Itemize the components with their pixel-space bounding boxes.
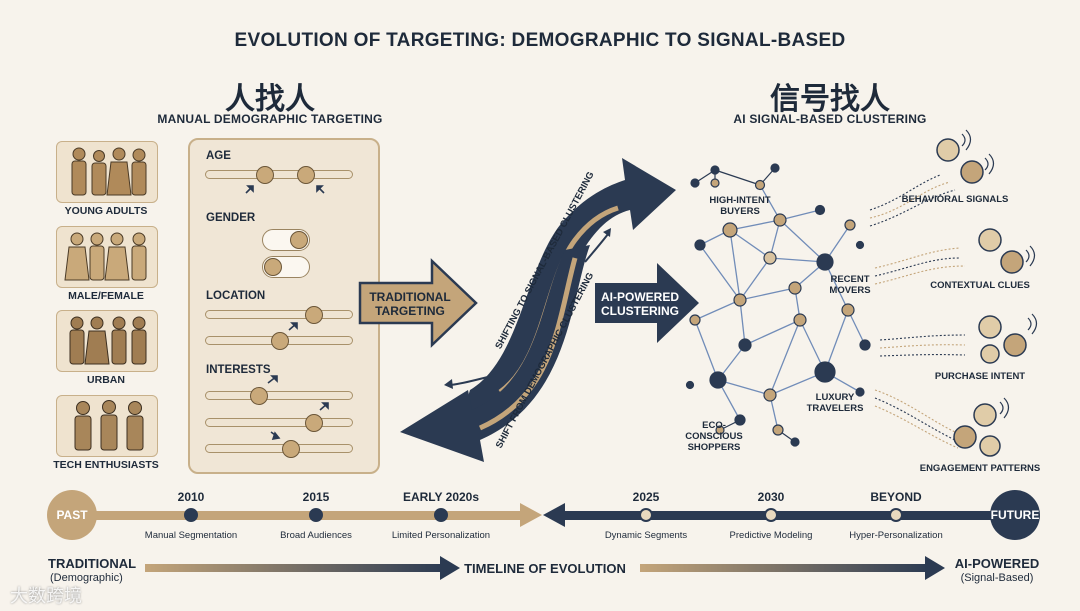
age-slider-knob-max[interactable] — [297, 166, 315, 184]
gender-toggle-female[interactable] — [262, 256, 310, 278]
milestone-label: Broad Audiences — [280, 530, 352, 541]
milestone-label: Hyper-Personalization — [849, 530, 943, 541]
people-icon — [69, 316, 147, 365]
persona-card-male-female — [56, 226, 158, 288]
age-slider-knob-min[interactable] — [256, 166, 274, 184]
footer-center-label: TIMELINE OF EVOLUTION — [464, 561, 626, 576]
location-slider-knob[interactable] — [305, 306, 323, 324]
toggle-knob — [264, 258, 282, 276]
interests-slider-knob[interactable] — [282, 440, 300, 458]
persona-card-urban — [56, 310, 158, 372]
toggle-knob — [290, 231, 308, 249]
gender-toggle-male[interactable] — [262, 229, 310, 251]
group-label: MALE/FEMALE — [68, 290, 144, 302]
right-subheading: AI SIGNAL-BASED CLUSTERING — [733, 112, 927, 126]
ai-arrow-label: AI-POWERED CLUSTERING — [601, 290, 679, 318]
milestone-label: Limited Personalization — [391, 530, 491, 541]
interests-slider-track-1[interactable] — [205, 391, 353, 400]
footer-left-sub: (Demographic) — [50, 572, 123, 584]
year-label: EARLY 2020s — [402, 490, 480, 504]
persona-card-young-adults — [56, 141, 158, 203]
year-label: 2025 — [632, 490, 660, 504]
signal-label-contextual: CONTEXTUAL CLUES — [930, 280, 1030, 291]
footer-right-label: AI-POWERED — [954, 556, 1040, 571]
gender-label: GENDER — [206, 212, 256, 224]
signal-label-purchase: PURCHASE INTENT — [934, 371, 1026, 382]
footer-left-label: TRADITIONAL — [48, 556, 137, 571]
lower-curve-arrow — [400, 245, 590, 462]
year-label: BEYOND — [870, 490, 922, 504]
future-label: FUTURE — [990, 508, 1040, 522]
group-label: YOUNG ADULTS — [64, 205, 148, 217]
interests-slider-track-3[interactable] — [205, 444, 353, 453]
right-heading-cn: 信号找人 — [770, 82, 890, 117]
lower-curve-stripe — [478, 257, 578, 431]
persona-card-tech — [56, 395, 158, 457]
milestone-label: Dynamic Segments — [604, 530, 688, 541]
location-slider-knob[interactable] — [271, 332, 289, 350]
milestone-label: Predictive Modeling — [729, 530, 813, 541]
watermark: 大数跨境 — [10, 586, 82, 607]
year-label: 2010 — [177, 490, 205, 504]
signal-label-engagement: ENGAGEMENT PATTERNS — [919, 463, 1041, 474]
interests-slider-knob[interactable] — [250, 387, 268, 405]
past-label: PAST — [56, 508, 88, 522]
traditional-arrow-shape — [358, 258, 478, 348]
cluster-label-eco: ECO-CONSCIOUS SHOPPERS — [685, 420, 743, 453]
interests-slider-track-2[interactable] — [205, 418, 353, 427]
age-label: AGE — [206, 150, 231, 162]
year-label: 2030 — [757, 490, 785, 504]
milestone-label: Manual Segmentation — [144, 530, 238, 541]
upper-curve-arrow — [455, 158, 676, 440]
footer-right-sub: (Signal-Based) — [960, 572, 1034, 584]
group-label: TECH ENTHUSIASTS — [53, 459, 159, 471]
location-slider-track-1[interactable] — [205, 310, 353, 319]
age-slider-track[interactable] — [205, 170, 353, 179]
traditional-arrow-label: TRADITIONAL TARGETING — [369, 290, 451, 318]
ai-arrow-shape — [595, 263, 699, 343]
cluster-label-luxury: LUXURY TRAVELERS — [806, 392, 864, 414]
people-icon — [64, 232, 147, 281]
left-heading-cn: 人找人 — [225, 82, 315, 117]
signal-label-behavioral: BEHAVIORAL SIGNALS — [901, 194, 1009, 205]
cluster-label-recent-movers: RECENT MOVERS — [829, 274, 871, 296]
page-title: EVOLUTION OF TARGETING: DEMOGRAPHIC TO S… — [234, 30, 846, 51]
interests-slider-knob[interactable] — [305, 414, 323, 432]
interests-label: INTERESTS — [206, 364, 271, 376]
location-label: LOCATION — [206, 290, 266, 302]
group-label: URBAN — [87, 374, 125, 386]
left-subheading: MANUAL DEMOGRAPHIC TARGETING — [157, 112, 383, 126]
people-icon — [74, 400, 144, 451]
cluster-label-high-intent: HIGH-INTENT BUYERS — [709, 195, 771, 217]
year-label: 2015 — [302, 490, 330, 504]
people-icon — [71, 147, 147, 196]
